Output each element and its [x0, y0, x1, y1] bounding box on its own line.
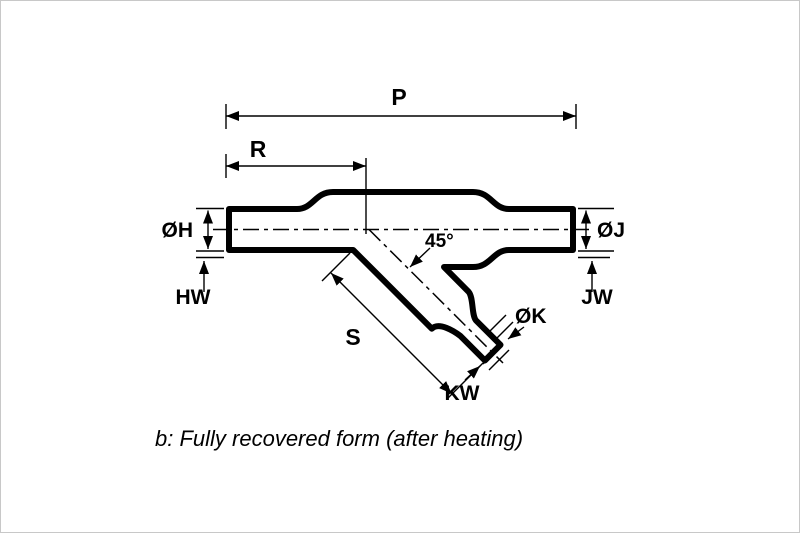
dim-label-k: ØK	[515, 305, 547, 328]
k-leader-arrow	[507, 326, 525, 340]
s-extension-top	[321, 252, 351, 282]
dimension-h: ØH	[162, 207, 224, 252]
angle-leader-arrow	[409, 247, 431, 268]
dim-label-angle: 45°	[425, 231, 454, 252]
dimension-angle: 45°	[409, 231, 454, 268]
kw-leader-arrow	[464, 365, 481, 381]
dim-label-h: ØH	[162, 219, 194, 242]
dimension-p: P	[225, 84, 577, 129]
dim-label-kw: KW	[445, 382, 480, 405]
dim-label-p: P	[391, 84, 406, 110]
k-tick-1	[489, 314, 507, 332]
dim-label-s: S	[345, 324, 360, 350]
dimension-j: ØJ	[578, 207, 625, 252]
kw-tick-1	[482, 343, 504, 365]
dimension-kw: KW	[445, 343, 510, 405]
dim-label-jw: JW	[581, 286, 613, 309]
figure-caption: b: Fully recovered form (after heating)	[155, 426, 523, 451]
kw-tick-2	[488, 349, 510, 371]
dim-label-r: R	[250, 136, 267, 162]
dim-label-j: ØJ	[597, 219, 625, 242]
s-dimension-line	[330, 272, 453, 395]
tube-outline	[226, 189, 576, 364]
dimension-jw: JW	[578, 256, 613, 309]
dimension-hw: HW	[176, 256, 224, 309]
k-tick-2	[496, 321, 514, 339]
dim-label-hw: HW	[176, 286, 211, 309]
dimension-r: R	[225, 136, 367, 234]
dimension-k: ØK	[489, 305, 547, 340]
